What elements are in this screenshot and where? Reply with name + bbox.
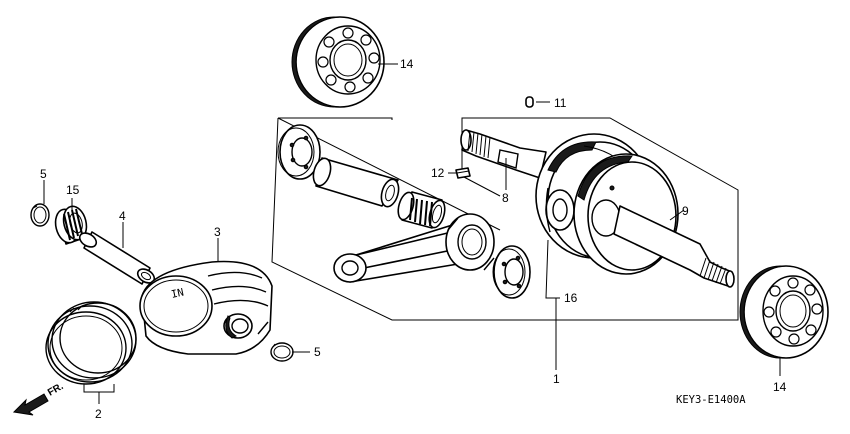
crank-washer-upper [277, 124, 321, 180]
connecting-rod [333, 213, 495, 283]
piston-pin-clip-right [270, 342, 294, 362]
piston: IN [139, 260, 273, 355]
callout-9: 9 [682, 204, 689, 218]
big-end-needle-bearing [397, 191, 446, 229]
key-12 [455, 167, 471, 179]
callout-labels: 1 2 3 4 5 5 8 9 11 12 14 14 15 16 [40, 57, 787, 421]
callout-14-top: 14 [400, 57, 414, 71]
leader-lines [43, 63, 781, 404]
crank-pin [312, 157, 400, 208]
front-arrow: FR. [12, 381, 66, 416]
crank-washer-lower [492, 245, 531, 299]
callout-11: 11 [554, 96, 567, 110]
callout-5-left: 5 [40, 167, 47, 181]
callout-14-bottom: 14 [773, 380, 787, 394]
callout-5-right: 5 [314, 345, 321, 359]
piston-rings [45, 301, 137, 385]
callout-16: 16 [564, 291, 578, 305]
piston-pin-clip-left [30, 203, 50, 227]
callout-3: 3 [214, 225, 221, 239]
diagram-code: KEY3-E1400A [676, 394, 746, 406]
piston-pin [78, 231, 156, 285]
callout-15: 15 [66, 183, 80, 197]
small-end-needle-bearing [54, 205, 88, 245]
callout-8: 8 [502, 191, 509, 205]
callout-1: 1 [553, 372, 560, 386]
callout-2: 2 [95, 407, 102, 421]
front-mark: FR. [46, 381, 66, 399]
callout-4: 4 [119, 209, 126, 223]
crankshaft-right [573, 153, 735, 288]
piston-mark: IN [170, 287, 185, 301]
callout-12: 12 [431, 166, 445, 180]
key-11 [525, 96, 534, 108]
bearing-bottom [739, 265, 829, 359]
bearing-top [291, 16, 385, 108]
